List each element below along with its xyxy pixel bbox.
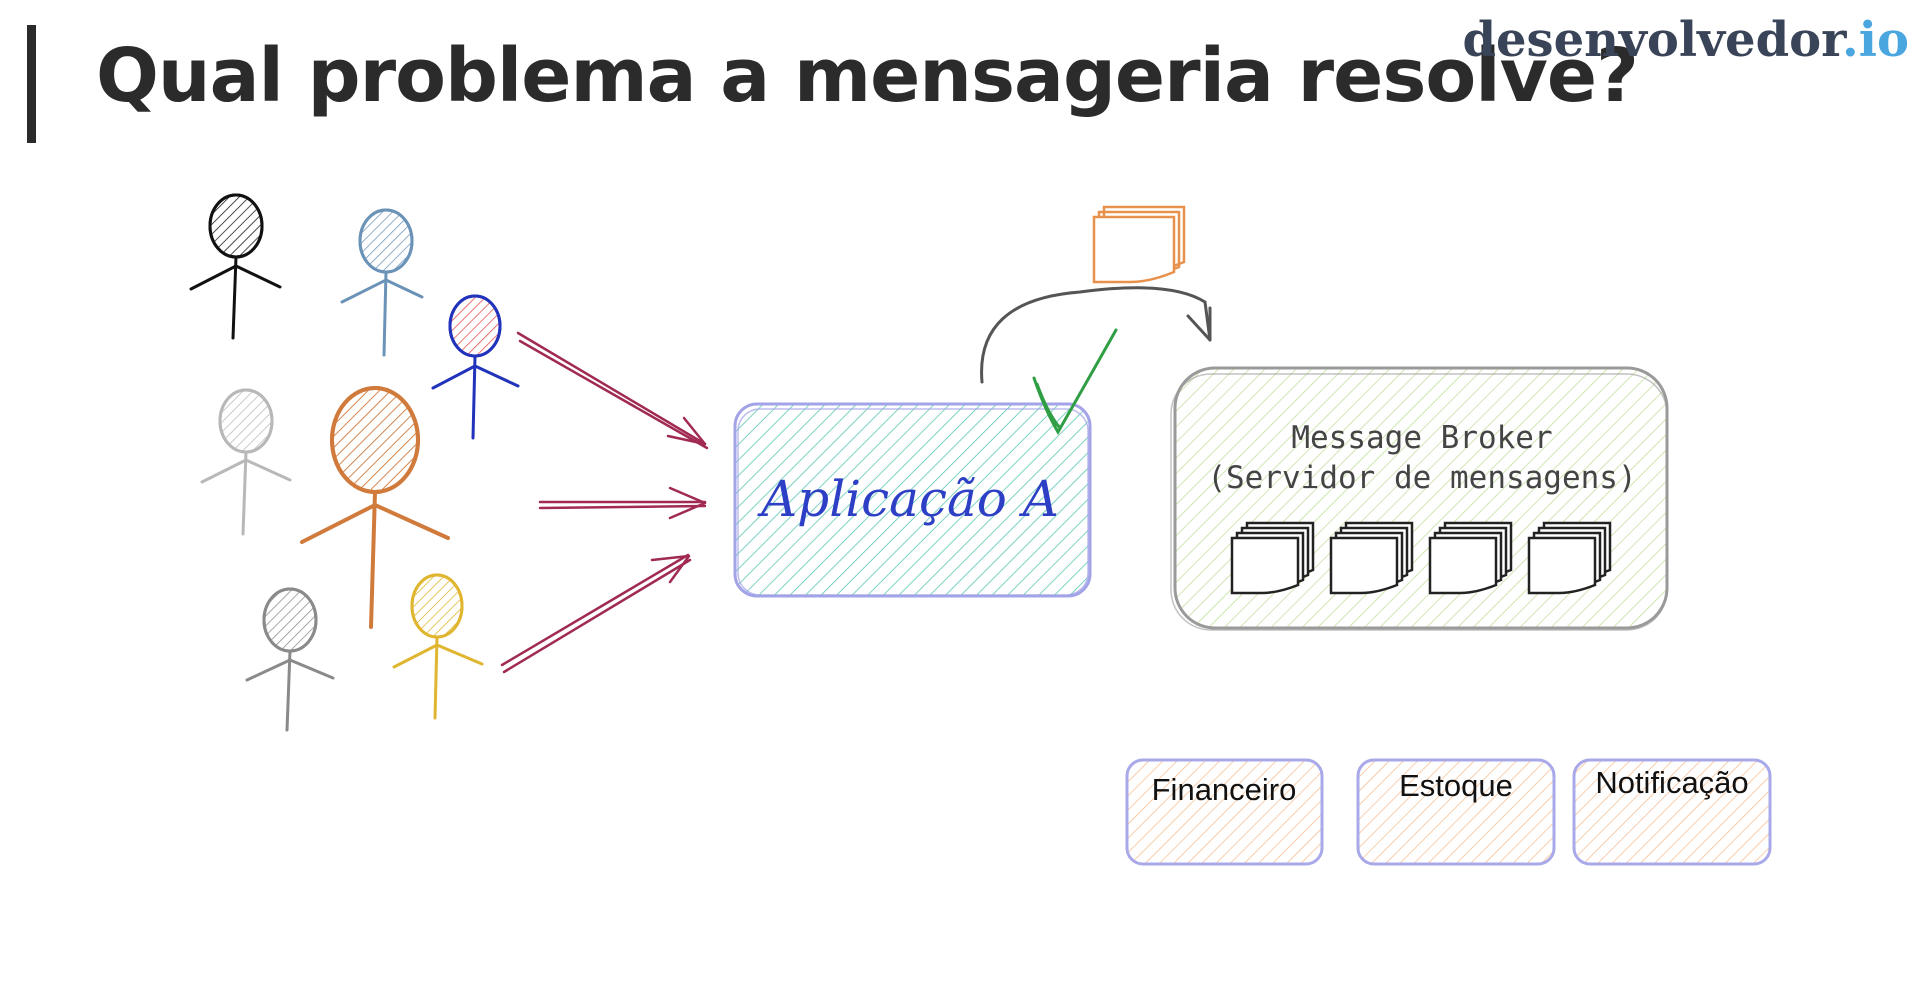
queue-message-icon [1230,521,1315,595]
logo-text: desenvolvedor [1462,12,1843,68]
person-black [189,193,282,340]
service-box-financeiro: Financeiro [1125,758,1324,866]
person-blue [340,208,424,357]
person-light-gray [200,388,292,536]
service-label: Financeiro [1152,772,1297,807]
person-red [431,294,520,440]
queue-message-icon [1329,521,1414,595]
broker-box: Message Broker (Servidor de mensagens) [1170,366,1669,631]
person-gray [245,587,335,732]
service-label: Notificação [1595,765,1748,800]
person-orange [300,386,450,629]
request-arrows [500,331,709,674]
person-yellow [392,573,484,720]
message-icon [1092,205,1186,284]
check-icon [1032,328,1118,435]
broker-title: Message Broker [1291,420,1552,456]
queue-message-icon [1428,521,1513,595]
service-label: Estoque [1399,768,1513,803]
logo-suffix: .io [1842,12,1909,68]
application-label: Aplicação A [757,470,1059,528]
slide-title: Qual problema a mensageria resolve? [96,33,1639,119]
service-box-notificacao: Notificação [1572,758,1772,866]
publish-arrow [980,286,1212,384]
queue-message-icon [1527,521,1612,595]
service-box-estoque: Estoque [1356,758,1556,866]
brand-logo: desenvolvedor.io [1462,10,1909,70]
title-accent-bar [27,25,36,143]
application-box: Aplicação A [733,402,1092,598]
broker-subtitle: (Servidor de mensagens) [1207,460,1636,496]
